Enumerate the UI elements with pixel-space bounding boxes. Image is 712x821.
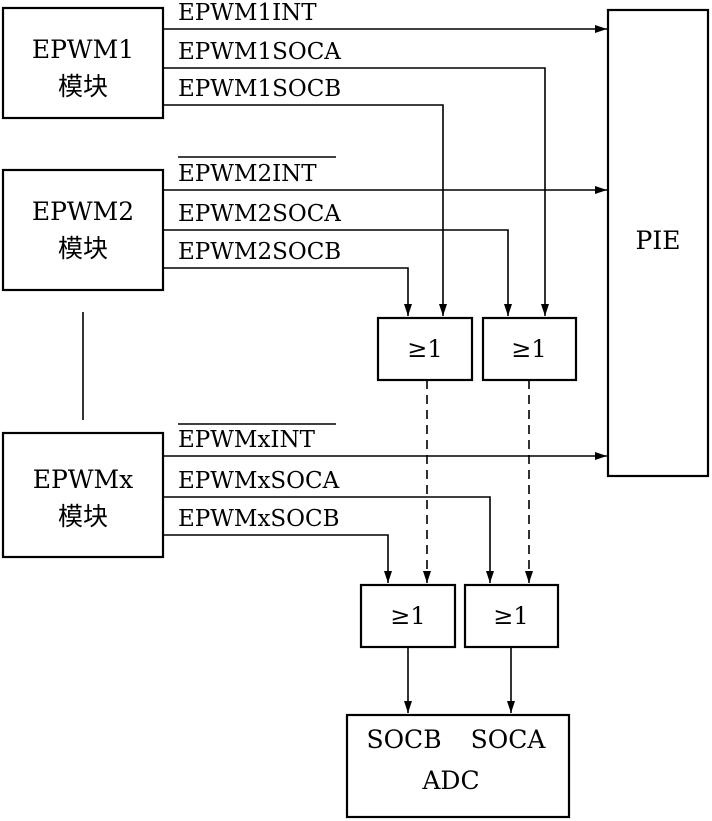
epwm1-socb-line (163, 104, 447, 316)
adc-soca-label: SOCA (471, 725, 547, 754)
epwm2-module-sub: 模块 (58, 234, 108, 263)
epwm1-int-label: EPWM1INT (178, 0, 317, 26)
gate-or-socb-top-label: ≥1 (407, 335, 442, 363)
epwm1-soca-label: EPWM1SOCA (178, 39, 341, 65)
adc-socb-label: SOCB (366, 725, 441, 754)
epwmx-module-name: EPWMx (33, 465, 133, 494)
epwm2-int-label: EPWM2INT (178, 161, 317, 187)
epwmx-module-box (1, 431, 165, 559)
epwmx-socb-line (163, 534, 392, 583)
gate-or-socb-bottom (359, 583, 457, 649)
gate-or-soca-bottom-label: ≥1 (493, 602, 528, 630)
epwm2-soca-label: EPWM2SOCA (178, 201, 341, 227)
gate-or-soca-bottom (463, 583, 560, 649)
epwm1-module-name: EPWM1 (32, 35, 134, 64)
epwm2-soca-line (163, 229, 512, 316)
epwm1-soca-line (163, 67, 549, 316)
epwmx-module-sub: 模块 (58, 502, 108, 531)
epwm1-module-box (1, 6, 165, 120)
epwm2-module-box (1, 168, 165, 292)
gate-or-soca-top-label: ≥1 (511, 335, 546, 363)
epwm2-socb-line (163, 267, 412, 316)
epwmx-socb-label: EPWMxSOCB (178, 506, 340, 532)
epwm2-socb-label: EPWM2SOCB (178, 239, 341, 265)
adc-title: ADC (421, 766, 479, 795)
epwm1-socb-label: EPWM1SOCB (178, 76, 341, 102)
epwmx-int-label: EPWMxINT (178, 427, 316, 453)
gate-or-socb-bottom-label: ≥1 (390, 602, 425, 630)
adc-box (345, 713, 571, 819)
pie-label: PIE (636, 226, 681, 255)
epwm2-module-name: EPWM2 (32, 197, 134, 226)
gate-or-socb-top (376, 316, 474, 382)
epwmx-soca-line (163, 496, 494, 583)
epwm1-module-sub: 模块 (58, 72, 108, 101)
pie-box (606, 8, 710, 478)
epwmx-soca-label: EPWMxSOCA (178, 468, 340, 494)
